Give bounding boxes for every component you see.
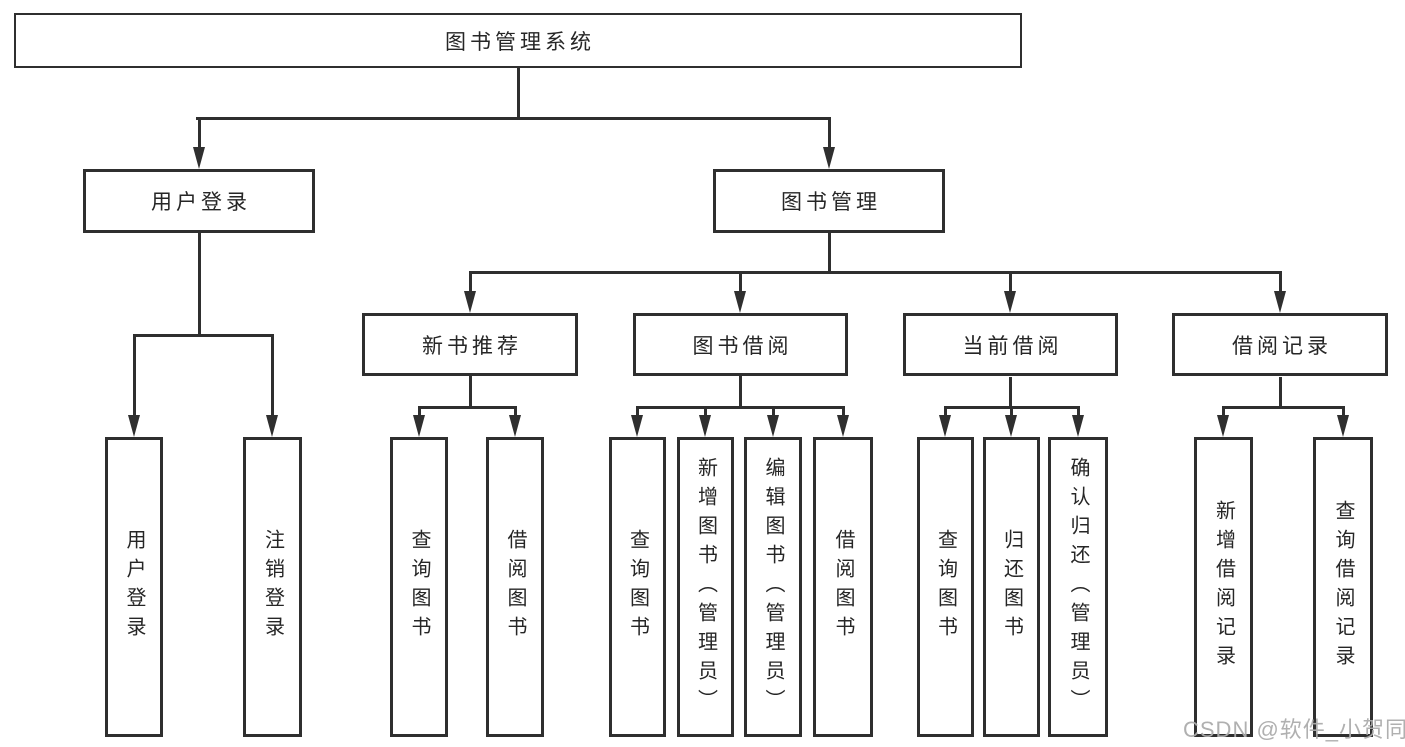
node-current-borrowing: 当前借阅	[903, 313, 1118, 376]
arrow-down-icon	[1336, 415, 1349, 437]
node-user-login: 用户登录	[105, 437, 163, 737]
connector-root-rail	[196, 117, 831, 120]
arrow-down-icon	[1005, 415, 1017, 437]
node-label: 确认归还（管理员）	[1067, 456, 1089, 718]
node-label: 借阅图书	[832, 529, 854, 645]
node-bb-edit-books-admin: 编辑图书（管理员）	[744, 437, 802, 737]
connector-stem	[468, 376, 472, 408]
node-label: 用户登录	[123, 529, 145, 645]
arrow-down-icon	[127, 415, 140, 437]
watermark-text: CSDN @软件_小贺同学	[1183, 717, 1405, 742]
arrow-down-icon	[822, 147, 835, 169]
node-label: 查询图书	[626, 529, 649, 645]
node-label: 新增图书（管理员）	[694, 456, 717, 718]
arrow-down-icon	[1217, 415, 1229, 437]
connector-stem	[771, 406, 775, 418]
node-label: 查询图书	[934, 529, 957, 645]
node-root: 图书管理系统	[14, 13, 1022, 68]
connector-stem	[1009, 271, 1012, 294]
node-cb-query-books: 查询图书	[917, 437, 974, 737]
connector-rail	[417, 406, 517, 409]
node-label: 图书管理	[781, 191, 881, 214]
arrow-down-icon	[939, 415, 951, 437]
node-label: 当前借阅	[962, 334, 1063, 358]
connector-rail	[132, 334, 274, 337]
node-label: 注销登录	[261, 529, 284, 645]
connector-rail	[468, 271, 1282, 274]
arrow-down-icon	[266, 415, 278, 437]
connector-stem	[468, 271, 472, 294]
node-cb-return-books: 归还图书	[983, 437, 1040, 737]
node-bb-borrow-books: 借阅图书	[813, 437, 873, 737]
connector-rail	[636, 406, 845, 409]
connector-stem	[739, 376, 742, 408]
connector-stem	[197, 117, 201, 149]
arrow-down-icon	[836, 415, 849, 437]
connector-stem	[1076, 406, 1080, 418]
connector-stem	[1278, 377, 1282, 408]
connector-stem	[944, 406, 947, 418]
arrow-down-icon	[508, 415, 521, 437]
connector-stem	[1341, 406, 1345, 418]
connector-root-stem	[516, 68, 520, 118]
connector-stem	[1222, 406, 1225, 418]
connector-stem	[704, 406, 707, 418]
node-label: 编辑图书（管理员）	[762, 456, 784, 718]
connector-rail	[1222, 406, 1345, 409]
node-label: 图书借阅	[692, 334, 793, 358]
arrow-down-icon	[1004, 291, 1016, 313]
node-root-label: 图书管理系统	[445, 30, 595, 54]
arrow-down-icon	[631, 415, 643, 437]
node-nb-query-books: 查询图书	[390, 437, 448, 737]
node-cb-confirm-return-admin: 确认归还（管理员）	[1048, 437, 1108, 737]
connector-stem	[739, 271, 742, 294]
node-label: 借阅记录	[1232, 334, 1332, 358]
connector-stem	[271, 334, 274, 418]
arrow-down-icon	[1071, 415, 1084, 437]
node-user-login-group: 用户登录	[83, 169, 315, 233]
connector-stem	[132, 334, 136, 418]
node-bb-query-books: 查询图书	[609, 437, 666, 737]
connector-stem	[1010, 406, 1013, 418]
node-book-management: 图书管理	[713, 169, 945, 233]
node-nb-borrow-books: 借阅图书	[486, 437, 544, 737]
arrow-down-icon	[734, 291, 746, 313]
node-label: 查询图书	[408, 529, 430, 645]
arrow-down-icon	[463, 291, 476, 313]
connector-stem	[841, 406, 845, 418]
node-label: 用户登录	[151, 191, 251, 214]
connector-stem	[827, 233, 831, 273]
node-borrow-records: 借阅记录	[1172, 313, 1388, 376]
node-br-add-record: 新增借阅记录	[1194, 437, 1253, 737]
node-label: 借阅图书	[504, 529, 526, 645]
node-label: 新书推荐	[422, 334, 522, 358]
arrow-down-icon	[766, 415, 779, 437]
node-book-borrowing: 图书借阅	[633, 313, 848, 376]
arrow-down-icon	[1273, 291, 1286, 313]
connector-stem	[636, 406, 639, 418]
node-label: 新增借阅记录	[1212, 500, 1235, 674]
node-logout: 注销登录	[243, 437, 302, 737]
connector-stem	[197, 233, 201, 336]
connector-stem	[513, 406, 517, 418]
node-label: 查询借阅记录	[1332, 500, 1354, 674]
arrow-down-icon	[412, 415, 425, 437]
node-label: 归还图书	[1000, 529, 1023, 645]
connector-stem	[1278, 271, 1282, 294]
node-bb-add-books-admin: 新增图书（管理员）	[677, 437, 734, 737]
arrow-down-icon	[699, 415, 711, 437]
arrow-down-icon	[192, 147, 205, 169]
connector-stem	[417, 406, 421, 418]
node-br-query-record: 查询借阅记录	[1313, 437, 1373, 737]
connector-stem	[1009, 377, 1012, 408]
node-new-book-recommend: 新书推荐	[362, 313, 578, 376]
connector-stem	[827, 117, 831, 149]
